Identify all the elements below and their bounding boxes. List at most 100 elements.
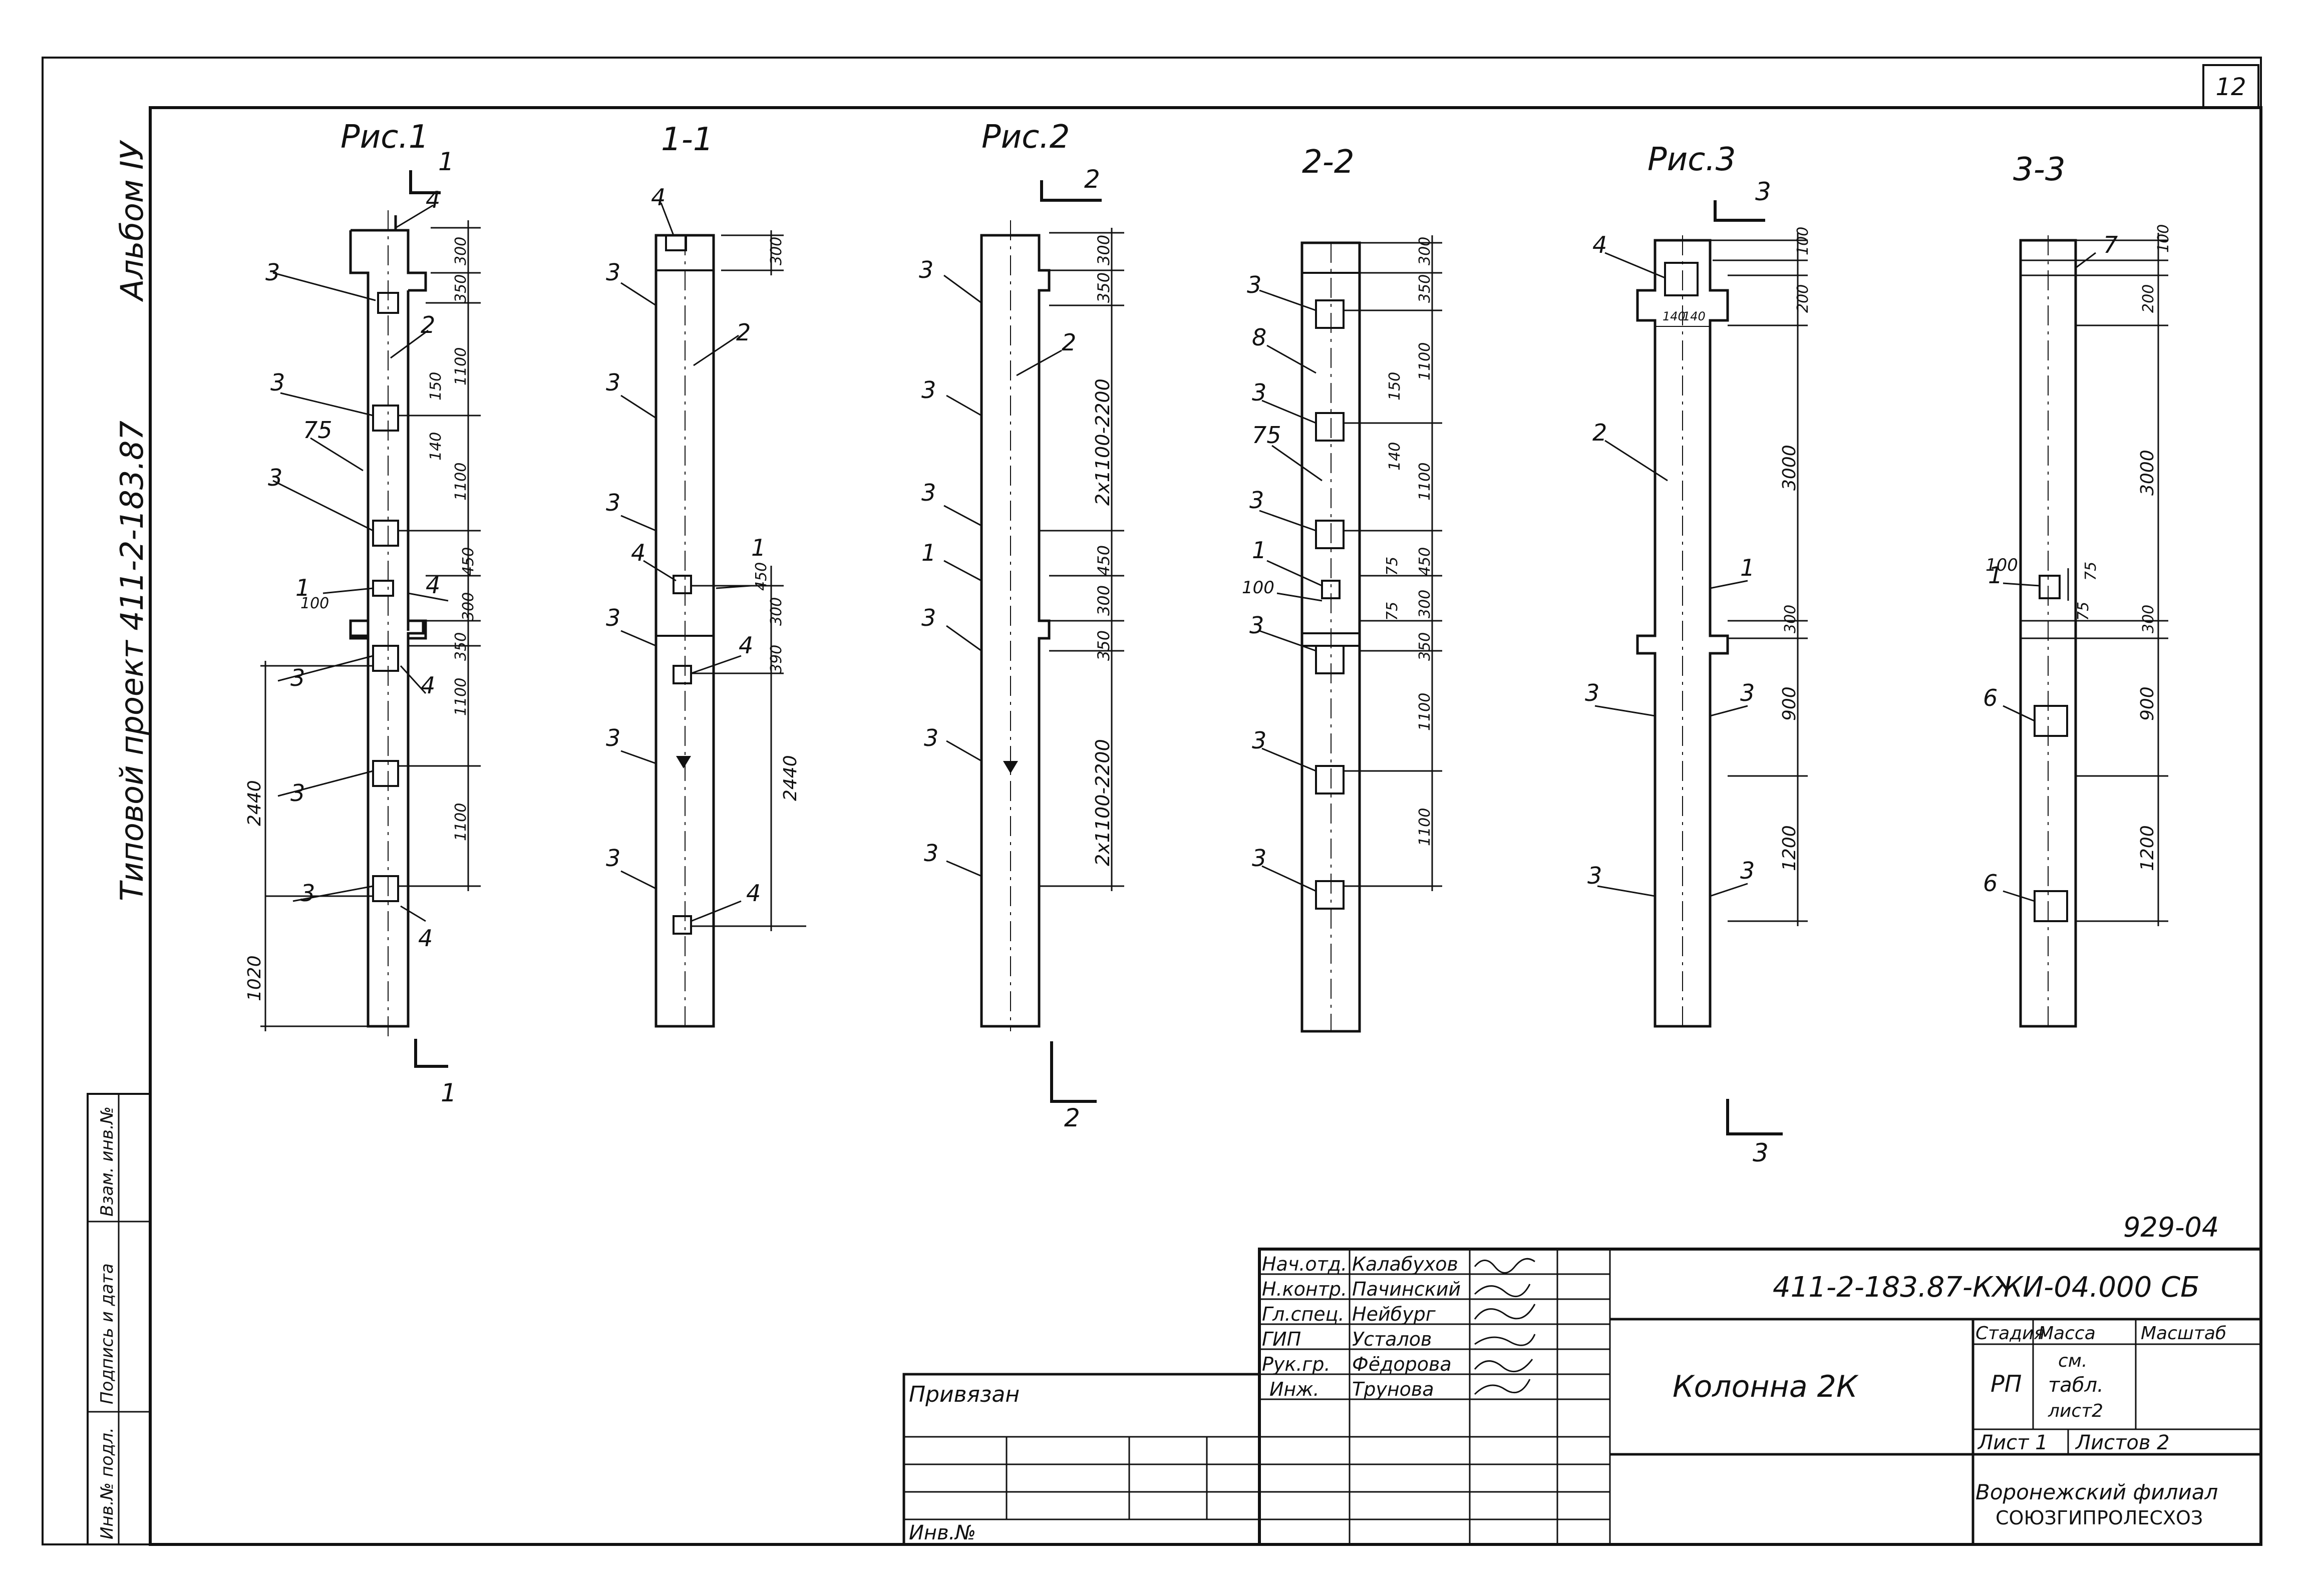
svg-text:2440: 2440: [244, 780, 265, 826]
svg-text:900: 900: [1779, 686, 1800, 721]
svg-text:75: 75: [2082, 562, 2100, 581]
figure-1: Рис.1: [244, 119, 481, 1107]
sig-role-2: Гл.спец.: [1262, 1303, 1345, 1325]
outer-frame: [42, 57, 2262, 1545]
figure-3-title: Рис.3: [1647, 141, 1736, 178]
svg-text:300: 300: [452, 237, 470, 265]
svg-text:7: 7: [2103, 231, 2118, 258]
svg-text:3: 3: [265, 259, 280, 286]
svg-text:3: 3: [1252, 379, 1266, 406]
svg-text:3: 3: [921, 479, 936, 506]
sig-role-4: Рук.гр.: [1262, 1353, 1331, 1375]
svg-text:2: 2: [421, 311, 435, 338]
sig-name-0: Калабухов: [1352, 1253, 1458, 1275]
mass-value-3: лист2: [2048, 1401, 2103, 1421]
svg-text:140: 140: [1683, 309, 1706, 323]
object-name: Колонна 2К: [1673, 1369, 1859, 1404]
sig-name-5: Трунова: [1352, 1378, 1434, 1400]
svg-text:1200: 1200: [1779, 825, 1800, 871]
svg-text:100: 100: [1986, 555, 2018, 575]
svg-text:3: 3: [290, 664, 305, 691]
svg-text:3: 3: [1755, 177, 1771, 206]
svg-text:100: 100: [1794, 227, 1812, 255]
svg-text:1100: 1100: [1416, 342, 1434, 380]
svg-text:200: 200: [1794, 284, 1812, 313]
svg-text:1100: 1100: [452, 347, 470, 385]
organization-2: СОЮЗГИПРОЛЕСХОЗ: [1996, 1507, 2203, 1529]
scale-label: Масштаб: [2141, 1323, 2226, 1344]
svg-text:2: 2: [736, 319, 751, 346]
svg-text:3: 3: [300, 880, 315, 907]
svg-text:1: 1: [751, 534, 766, 561]
sheets-label: Листов 2: [2075, 1431, 2170, 1454]
mass-label: Масса: [2038, 1323, 2096, 1344]
svg-text:8: 8: [1252, 324, 1266, 351]
svg-text:300: 300: [768, 597, 785, 626]
svg-text:140: 140: [1386, 442, 1404, 471]
svg-text:1: 1: [1988, 562, 2003, 589]
sig-name-4: Фёдорова: [1352, 1353, 1452, 1375]
svg-text:1100: 1100: [452, 803, 470, 841]
svg-text:4: 4: [739, 632, 753, 659]
svg-text:3: 3: [606, 489, 620, 516]
svg-text:2440: 2440: [780, 755, 801, 801]
svg-text:350: 350: [1094, 272, 1113, 303]
mass-value-1: см.: [2058, 1351, 2087, 1371]
figure-3-section-marks: 3 3: [1714, 177, 1783, 1167]
svg-text:100: 100: [300, 595, 329, 612]
album-label: Альбом IУ: [114, 139, 150, 302]
svg-text:300: 300: [1094, 235, 1113, 265]
svg-text:3: 3: [924, 724, 938, 751]
svg-text:100: 100: [2155, 224, 2172, 253]
svg-text:3000: 3000: [1779, 445, 1800, 491]
svg-text:1200: 1200: [2137, 825, 2158, 871]
svg-text:350: 350: [452, 274, 470, 303]
svg-text:4: 4: [418, 925, 433, 952]
svg-text:2: 2: [1064, 1103, 1080, 1132]
svg-text:450: 450: [1416, 547, 1434, 576]
svg-text:3: 3: [1247, 271, 1261, 298]
svg-text:3: 3: [919, 256, 933, 283]
svg-text:140: 140: [427, 432, 445, 461]
svg-text:3: 3: [606, 259, 620, 286]
svg-text:3: 3: [1740, 857, 1755, 884]
svg-text:300: 300: [768, 237, 785, 265]
svg-text:450: 450: [753, 562, 770, 591]
svg-text:3: 3: [1587, 862, 1602, 889]
svg-text:4: 4: [426, 572, 440, 599]
doc-number: 929-04: [2123, 1212, 2219, 1243]
signature-scribbles: [1474, 1258, 1536, 1395]
figure-2-section-marks: 2 2: [1040, 165, 1102, 1132]
figure-1-section-marks: 1 1: [409, 147, 457, 1107]
svg-text:3: 3: [606, 724, 620, 751]
svg-text:6: 6: [1983, 684, 1998, 711]
svg-text:1100: 1100: [1416, 693, 1434, 731]
svg-text:4: 4: [651, 184, 666, 211]
figure-1-dimensions: 300 350 1100 1100 150 140 450 300 350 10…: [244, 237, 477, 1001]
section-1-1: 1-1: [606, 121, 806, 1028]
svg-text:3: 3: [606, 845, 620, 872]
svg-text:1: 1: [438, 147, 454, 176]
svg-text:300: 300: [1416, 237, 1434, 265]
svg-text:3: 3: [268, 464, 282, 491]
svg-text:3: 3: [1252, 845, 1266, 872]
inv-label: Инв.№: [909, 1521, 976, 1544]
side-stamp-inv-podl: Инв.№ подл.: [97, 1427, 117, 1539]
svg-text:100: 100: [1242, 578, 1274, 598]
svg-text:4: 4: [1592, 231, 1607, 258]
svg-text:2: 2: [1062, 329, 1076, 356]
stage-value: РП: [1991, 1370, 2022, 1397]
sig-role-3: ГИП: [1262, 1328, 1301, 1350]
side-stamp-replace: Взам. инв.№: [97, 1106, 117, 1217]
sig-name-1: Пачинский: [1352, 1278, 1461, 1300]
svg-text:3: 3: [606, 604, 620, 631]
svg-text:300: 300: [460, 592, 477, 621]
svg-text:140: 140: [1663, 309, 1686, 323]
svg-text:4: 4: [631, 539, 645, 566]
project-label: Типовой проект 411-2-183.87: [114, 421, 150, 901]
svg-text:6: 6: [1983, 870, 1998, 897]
svg-text:150: 150: [427, 372, 445, 401]
mass-value-2: табл.: [2048, 1374, 2104, 1397]
